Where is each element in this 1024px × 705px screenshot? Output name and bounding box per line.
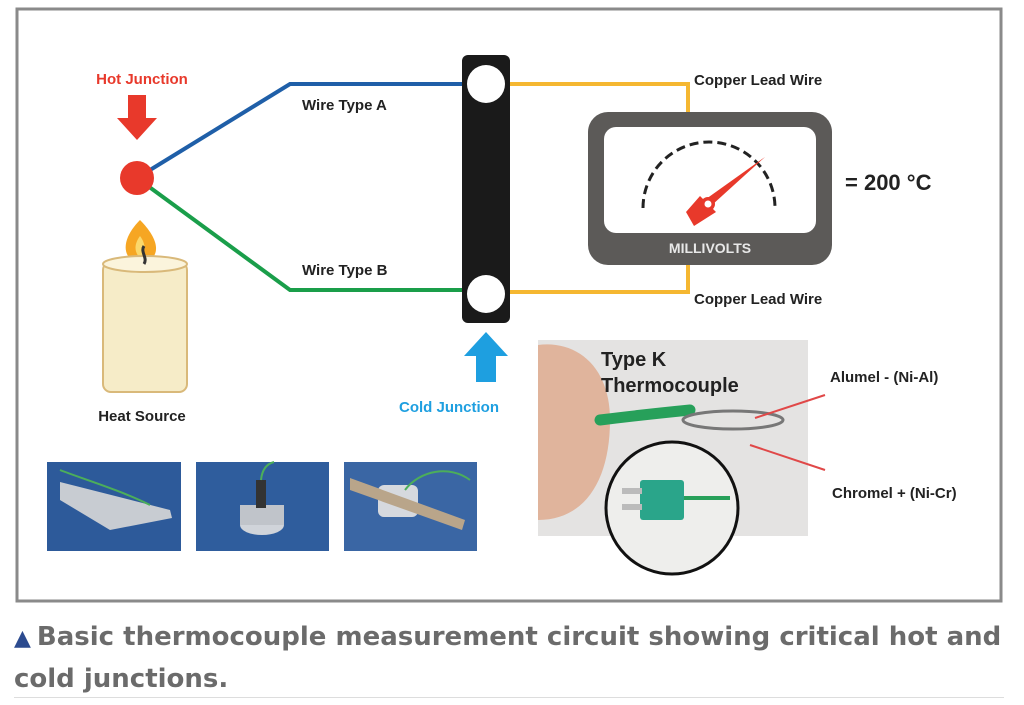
type-k-photo xyxy=(538,340,826,576)
caption-text: Basic thermocouple measurement circuit s… xyxy=(14,622,1002,694)
temperature-reading: = 200 °C xyxy=(845,170,932,195)
hot-junction-point xyxy=(120,161,154,195)
photo-surface-probe xyxy=(196,461,329,551)
meter-label: MILLIVOLTS xyxy=(669,240,751,256)
photo-magnetic-probe xyxy=(344,462,477,551)
caption-divider xyxy=(14,697,1004,698)
wire-type-a-label: Wire Type A xyxy=(302,97,387,114)
type-k-title-line1: Type K xyxy=(601,349,667,371)
heat-source-label: Heat Source xyxy=(98,408,186,425)
copper-lead-wire-top-label: Copper Lead Wire xyxy=(694,72,822,89)
wire-type-a xyxy=(135,82,470,180)
cold-junction-label: Cold Junction xyxy=(399,399,499,416)
terminal-block xyxy=(462,55,510,323)
hot-junction-label: Hot Junction xyxy=(96,71,188,88)
millivolt-meter xyxy=(588,112,832,265)
copper-lead-wire-top xyxy=(505,82,690,114)
hot-junction-arrow-icon xyxy=(117,95,157,140)
candle-icon xyxy=(102,220,188,393)
wire-type-b-label: Wire Type B xyxy=(302,262,388,279)
terminal-top xyxy=(467,65,505,103)
copper-lead-wire-bottom xyxy=(505,264,690,294)
chromel-label: Chromel + (Ni-Cr) xyxy=(832,485,957,502)
photo-clip-probe xyxy=(47,462,181,551)
copper-lead-wire-bottom-label: Copper Lead Wire xyxy=(694,291,822,308)
terminal-bottom xyxy=(467,275,505,313)
type-k-title-line2: Thermocouple xyxy=(601,375,739,397)
figure-caption: ▲Basic thermocouple measurement circuit … xyxy=(14,617,1004,699)
cold-junction-arrow-icon xyxy=(464,332,508,382)
wire-type-b xyxy=(135,176,470,292)
gauge-needle xyxy=(706,157,765,205)
alumel-label: Alumel - (Ni-Al) xyxy=(830,369,938,386)
triangle-icon: ▲ xyxy=(14,626,31,651)
